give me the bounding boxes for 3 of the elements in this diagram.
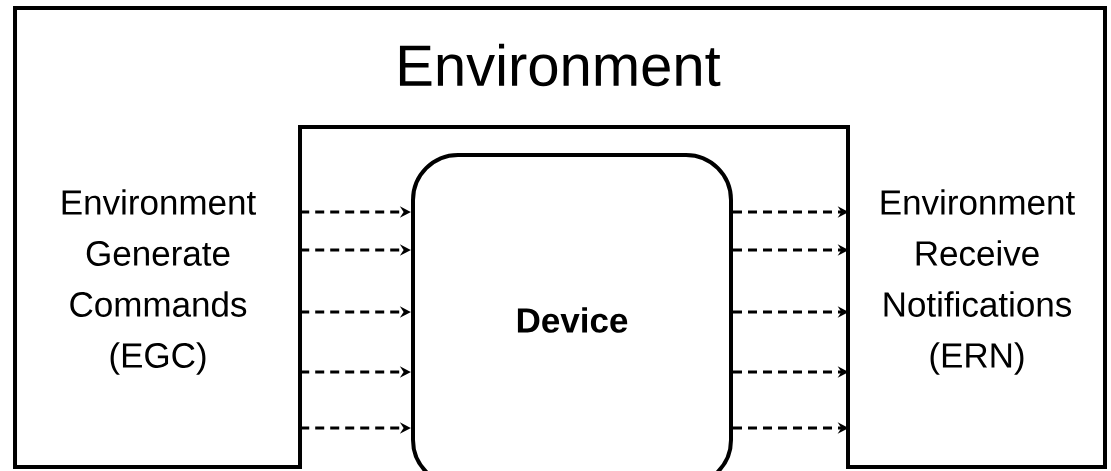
text-label: Environment Generate Commands (EGC)	[62, 189, 256, 375]
device-box: Device	[411, 153, 733, 471]
text-label: Environment Receive Notifications (ERN)	[881, 189, 1075, 375]
